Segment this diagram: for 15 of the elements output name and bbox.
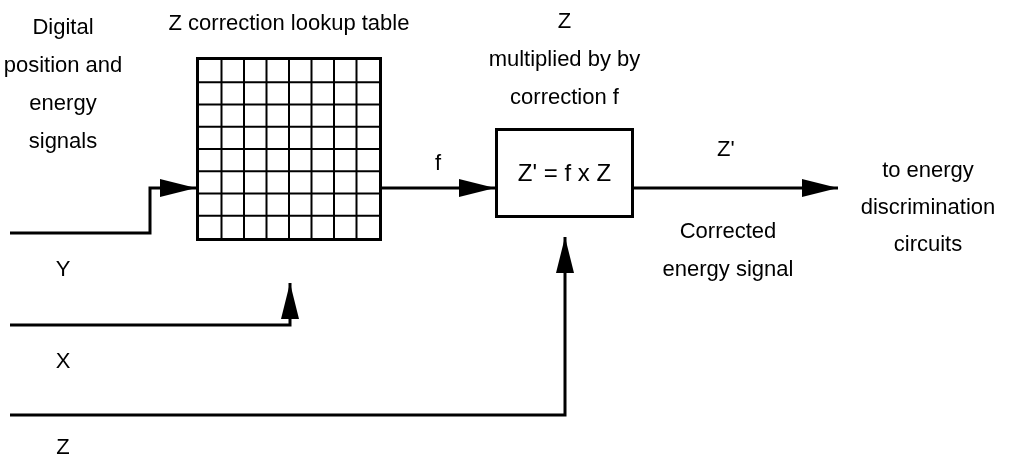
formula: Z' = f x Z [517, 159, 612, 187]
signal-label: Z [55, 433, 71, 459]
signal-inputs-label: Digital position and energy signals [2, 13, 124, 155]
table-heading: Z correction lookup table [168, 9, 410, 37]
output-signal-label: Corrected energy signal [661, 217, 795, 283]
block-heading: Z [556, 7, 573, 35]
arrow [382, 179, 495, 197]
signal-label: X [54, 347, 72, 375]
arrow [10, 283, 299, 327]
block-heading: multiplied by by correction f [487, 45, 642, 111]
destination-label: to energy discrimination circuits [859, 156, 997, 258]
arrow [10, 179, 196, 235]
arrow [634, 179, 838, 197]
arrow [10, 237, 574, 417]
signal-label: Y [54, 255, 72, 283]
